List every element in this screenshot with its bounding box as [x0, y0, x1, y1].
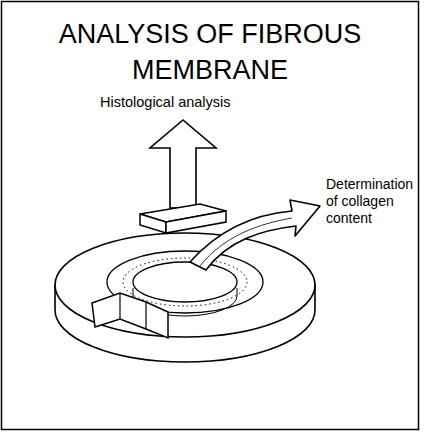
- collagen-ribbon-arrow: [190, 200, 320, 270]
- section-notch: [92, 293, 168, 338]
- histology-arrow: [150, 120, 216, 208]
- arrow-label: Histological analysis: [100, 94, 275, 111]
- arrow-label: Determination of collagen content: [326, 176, 426, 226]
- section-block-front: [166, 211, 226, 233]
- diagram-title: ANALYSIS OF FIBROUS MEMBRANE: [35, 16, 385, 88]
- notch-edge: [145, 302, 146, 329]
- ribbon-fold: [200, 218, 292, 266]
- notch-edge: [119, 293, 120, 319]
- disc-top: [55, 233, 315, 337]
- ring-hatching: [123, 258, 247, 306]
- central-hole: [133, 262, 237, 302]
- section-block-side: [140, 214, 166, 233]
